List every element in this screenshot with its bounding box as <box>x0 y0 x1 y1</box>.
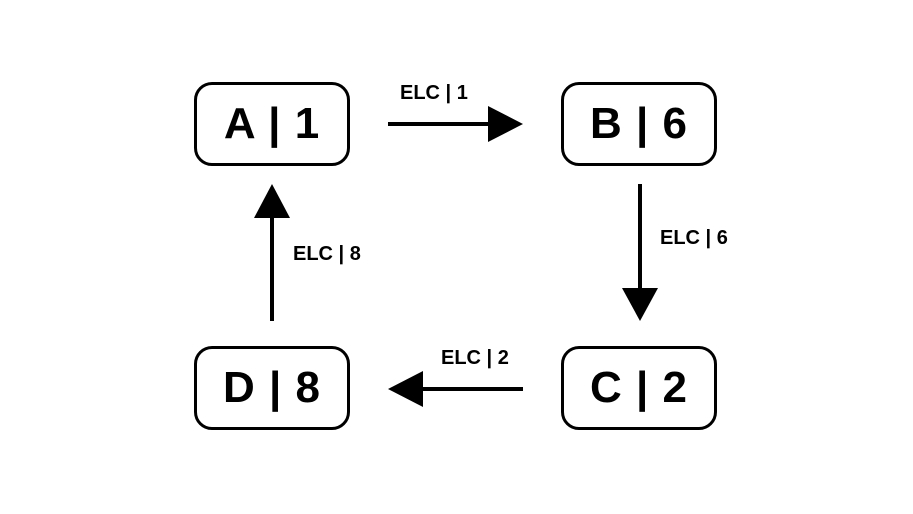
node-b-label: B | 6 <box>589 99 688 148</box>
node-a-label: A | 1 <box>223 99 321 148</box>
node-d-label: D | 8 <box>222 363 321 412</box>
edge-label-b-to-c: ELC | 6 <box>660 227 728 249</box>
arrow-d-to-a <box>254 184 290 321</box>
node-d: D | 8 <box>194 346 350 430</box>
edge-label-d-to-a: ELC | 8 <box>293 243 361 265</box>
arrow-a-to-b <box>388 106 523 142</box>
node-c: C | 2 <box>561 346 717 430</box>
node-c-label: C | 2 <box>589 363 688 412</box>
edge-label-c-to-d: ELC | 2 <box>441 347 509 369</box>
arrow-b-to-c <box>622 184 658 321</box>
node-a: A | 1 <box>194 82 350 166</box>
node-b: B | 6 <box>561 82 717 166</box>
edge-label-a-to-b: ELC | 1 <box>400 82 468 104</box>
arrow-c-to-d <box>388 371 523 407</box>
